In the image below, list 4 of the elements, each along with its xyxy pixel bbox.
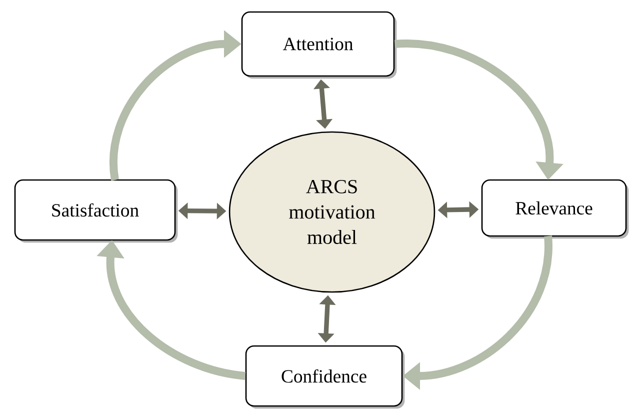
rounded-box: Attention [241, 11, 397, 79]
rounded-box: Relevance [481, 179, 629, 239]
rounded-box: Confidence [245, 345, 405, 409]
rounded-box: Satisfaction [14, 179, 178, 243]
